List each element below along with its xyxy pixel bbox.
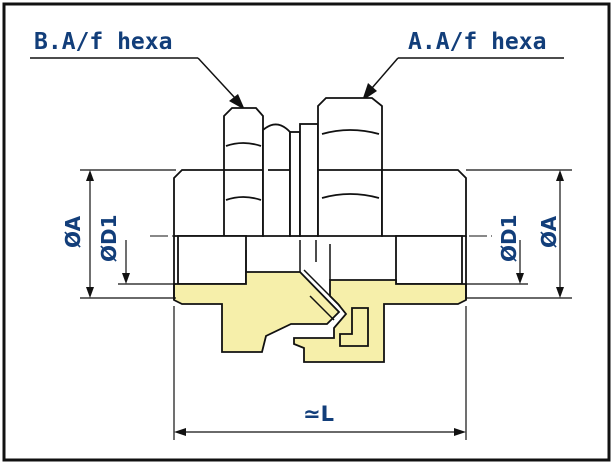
right-a-arrow-bottom (556, 287, 564, 298)
right-hexa-label: A.A/f hexa (408, 29, 546, 55)
right-hexa-leader (371, 57, 399, 89)
length-arrow-right (454, 428, 466, 436)
right-dia-a-label: ØA (537, 215, 561, 248)
left-a-arrow-bottom (86, 287, 94, 298)
left-bore (177, 235, 247, 285)
left-hex-nut (223, 107, 264, 237)
union-collar (289, 131, 301, 237)
exterior-view (173, 97, 467, 237)
section-view (173, 235, 467, 363)
left-hexa-arrowhead (229, 94, 245, 110)
right-a-arrow-top (556, 170, 564, 181)
left-body-exterior (173, 169, 231, 237)
union-neck (262, 123, 291, 237)
inner-sleeve (339, 307, 369, 347)
left-d1-arrow-bottom (122, 273, 130, 284)
right-hexa-arrowhead (362, 83, 377, 101)
right-dimensions (466, 169, 572, 299)
left-a-arrow-top (86, 170, 94, 181)
left-dia-d1-label: ØD1 (97, 214, 121, 262)
left-dia-a-label: ØA (61, 215, 85, 248)
left-section (173, 271, 341, 353)
right-section (293, 279, 467, 363)
length-label: ≃L (303, 402, 334, 426)
left-hexa-leader (197, 57, 236, 99)
right-body-exterior (381, 169, 467, 237)
length-dimension (173, 306, 467, 440)
right-hex-nut (317, 97, 383, 237)
length-arrow-left (174, 428, 186, 436)
left-dimensions (80, 169, 176, 299)
right-bore (395, 235, 463, 285)
right-dia-d1-label: ØD1 (497, 214, 521, 262)
left-hexa-label: B.A/f hexa (34, 29, 172, 55)
right-d1-arrow-bottom (516, 273, 524, 284)
